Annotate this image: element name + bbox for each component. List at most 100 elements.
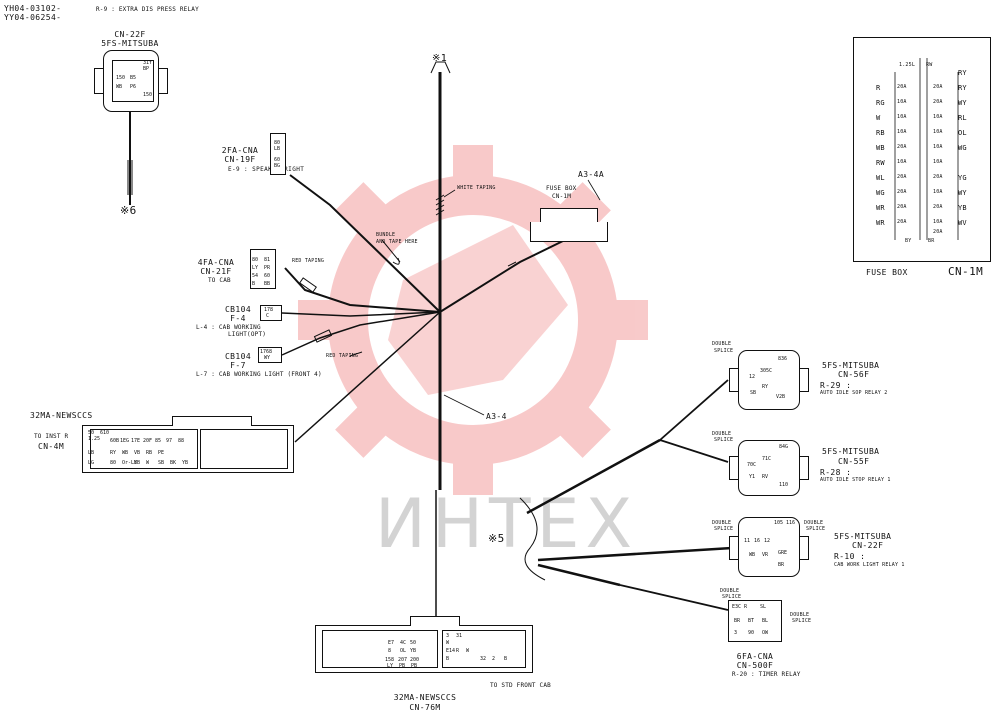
pin-label: PE <box>158 450 165 456</box>
pin-label: RY <box>762 384 769 390</box>
pin-label: C <box>266 313 270 319</box>
fuse-rating: 10A <box>897 159 907 165</box>
cn22f-r-splice1l: DOUBLE <box>712 520 732 526</box>
cn56f-connector <box>738 350 800 410</box>
fusebox-top-1: 1.25L <box>899 62 916 68</box>
fuse-wire-label: R <box>876 84 881 92</box>
cn76m-to: TO STD FRONT CAB <box>490 682 551 689</box>
f7-name: F-7 <box>230 361 246 370</box>
pin-label: 11 <box>744 538 751 544</box>
cn55f-type: 5FS-MITSUBA <box>822 447 880 456</box>
f7-type: CB104 <box>224 352 252 361</box>
cn21f-taping: RED TAPING <box>292 258 325 264</box>
pin-label: BG <box>274 163 281 169</box>
pin-label: B <box>504 656 508 662</box>
cn21f-type: 4FA-CNA <box>197 258 235 267</box>
fuse-wire-label: RL <box>958 114 967 122</box>
pin-label: LB <box>88 450 95 456</box>
pin-label: LY <box>387 663 394 669</box>
pin-label: YB <box>410 648 417 654</box>
fuse-rating: 20A <box>897 189 907 195</box>
cn56f-type: 5FS-MITSUBA <box>822 361 880 370</box>
cn56f-latch-right <box>799 368 809 392</box>
pin-label: 20F <box>143 438 153 444</box>
pin-label: 105 <box>774 520 784 526</box>
fuse-wire-label: YB <box>958 204 967 212</box>
pin-label: 71C <box>762 456 772 462</box>
pin-label: 305C <box>760 368 773 374</box>
cn22f-top-name: CN-22F <box>114 30 146 39</box>
pin-label: BL <box>762 618 769 624</box>
pin-label: OW <box>762 630 769 636</box>
cn500f-name: CN-500F <box>736 661 774 670</box>
pin-label: 1768 <box>260 349 273 355</box>
pin-label: 60B <box>110 438 120 444</box>
cn76m-latch <box>410 616 460 626</box>
f7-connector <box>258 347 282 363</box>
relay-note: R-9 : EXTRA DIS PRESS RELAY <box>96 6 199 13</box>
pin-label: BR <box>734 618 741 624</box>
pin-label: YB <box>182 460 189 466</box>
pin-label: 50 <box>410 640 417 646</box>
cn500f-splice2t: SPLICE <box>722 594 742 600</box>
pin-label: LG <box>88 460 95 466</box>
cn22f-r-splice2l: SPLICE <box>714 526 734 532</box>
cn56f-relay: R-29 : <box>820 381 852 390</box>
cn22f-r-relay: R-10 : <box>834 552 866 561</box>
cn76m-type: 32MA-NEWSCCS <box>393 693 457 702</box>
cn19f-desc: E-9 : SPEAKER RIGHT <box>228 166 305 173</box>
pin-label: Or-LB <box>122 460 138 466</box>
cn19f-connector <box>270 133 286 175</box>
cn55f-splice2: SPLICE <box>714 437 734 443</box>
pin-label: 178 <box>264 307 274 313</box>
fuse-wire-label: RB <box>876 129 885 137</box>
fuse-rating: 10A <box>897 99 907 105</box>
cn56f-name: CN-56F <box>838 370 870 379</box>
pin-label: YB <box>134 460 141 466</box>
fuse-wire-label: RG <box>876 99 885 107</box>
pin-label: LY <box>252 265 259 271</box>
a34a-label: A3-4A <box>578 170 605 179</box>
pin-label: 97 <box>166 438 173 444</box>
pin-label: RY <box>110 450 117 456</box>
fuse-rating: 20A <box>933 204 943 210</box>
pin-label: 610 <box>100 430 110 436</box>
pin-label: BT <box>748 618 755 624</box>
pin-label: 88 <box>178 438 185 444</box>
a34-label: A3-4 <box>486 412 507 421</box>
pin-label: R <box>744 604 748 610</box>
cn4m-to2: CN-4M <box>38 442 65 451</box>
fuse-wire-label: WB <box>876 144 885 152</box>
fuse-rating: 10A <box>933 219 943 225</box>
pin-label: 31Y <box>143 60 153 66</box>
cn4m-type: 32MA-NEWSCCS <box>30 411 93 420</box>
cn22f-r-latch-left <box>729 536 739 560</box>
pin-label: 200 <box>410 657 420 663</box>
fusebox-bottom-2: BR <box>928 238 935 244</box>
cn76m-pinblock-left <box>322 630 438 668</box>
pin-label: BP <box>143 66 150 72</box>
fuse-wire-label: YG <box>958 174 967 182</box>
pin-label: 80 <box>110 460 117 466</box>
pin-label: 12 <box>764 538 771 544</box>
pin-label: 207 <box>398 657 408 663</box>
f4-desc1: L-4 : CAB WORKING <box>196 324 261 331</box>
pin-label: BB <box>264 281 271 287</box>
cn76m-name: CN-76M <box>409 703 441 712</box>
pin-label: 90 <box>748 630 755 636</box>
fuse-rating: 10A <box>897 114 907 120</box>
cn22f-top-latch-right <box>158 68 168 94</box>
cn4m-pinblock-left <box>90 429 198 469</box>
pin-label: PB <box>399 663 406 669</box>
pin-label: 70C <box>747 462 757 468</box>
pin-label: 81 <box>264 257 271 263</box>
cn55f-latch-right <box>799 456 809 480</box>
cn4m-latch <box>172 416 252 426</box>
fuse-rating: 10A <box>933 144 943 150</box>
pin-label: WB <box>749 552 756 558</box>
fusebox-small-label2: CN-1M <box>552 193 572 200</box>
pin-label: B <box>252 281 256 287</box>
pin-label: 80 <box>274 140 281 146</box>
fusebox-small-label1: FUSE BOX <box>546 185 577 192</box>
